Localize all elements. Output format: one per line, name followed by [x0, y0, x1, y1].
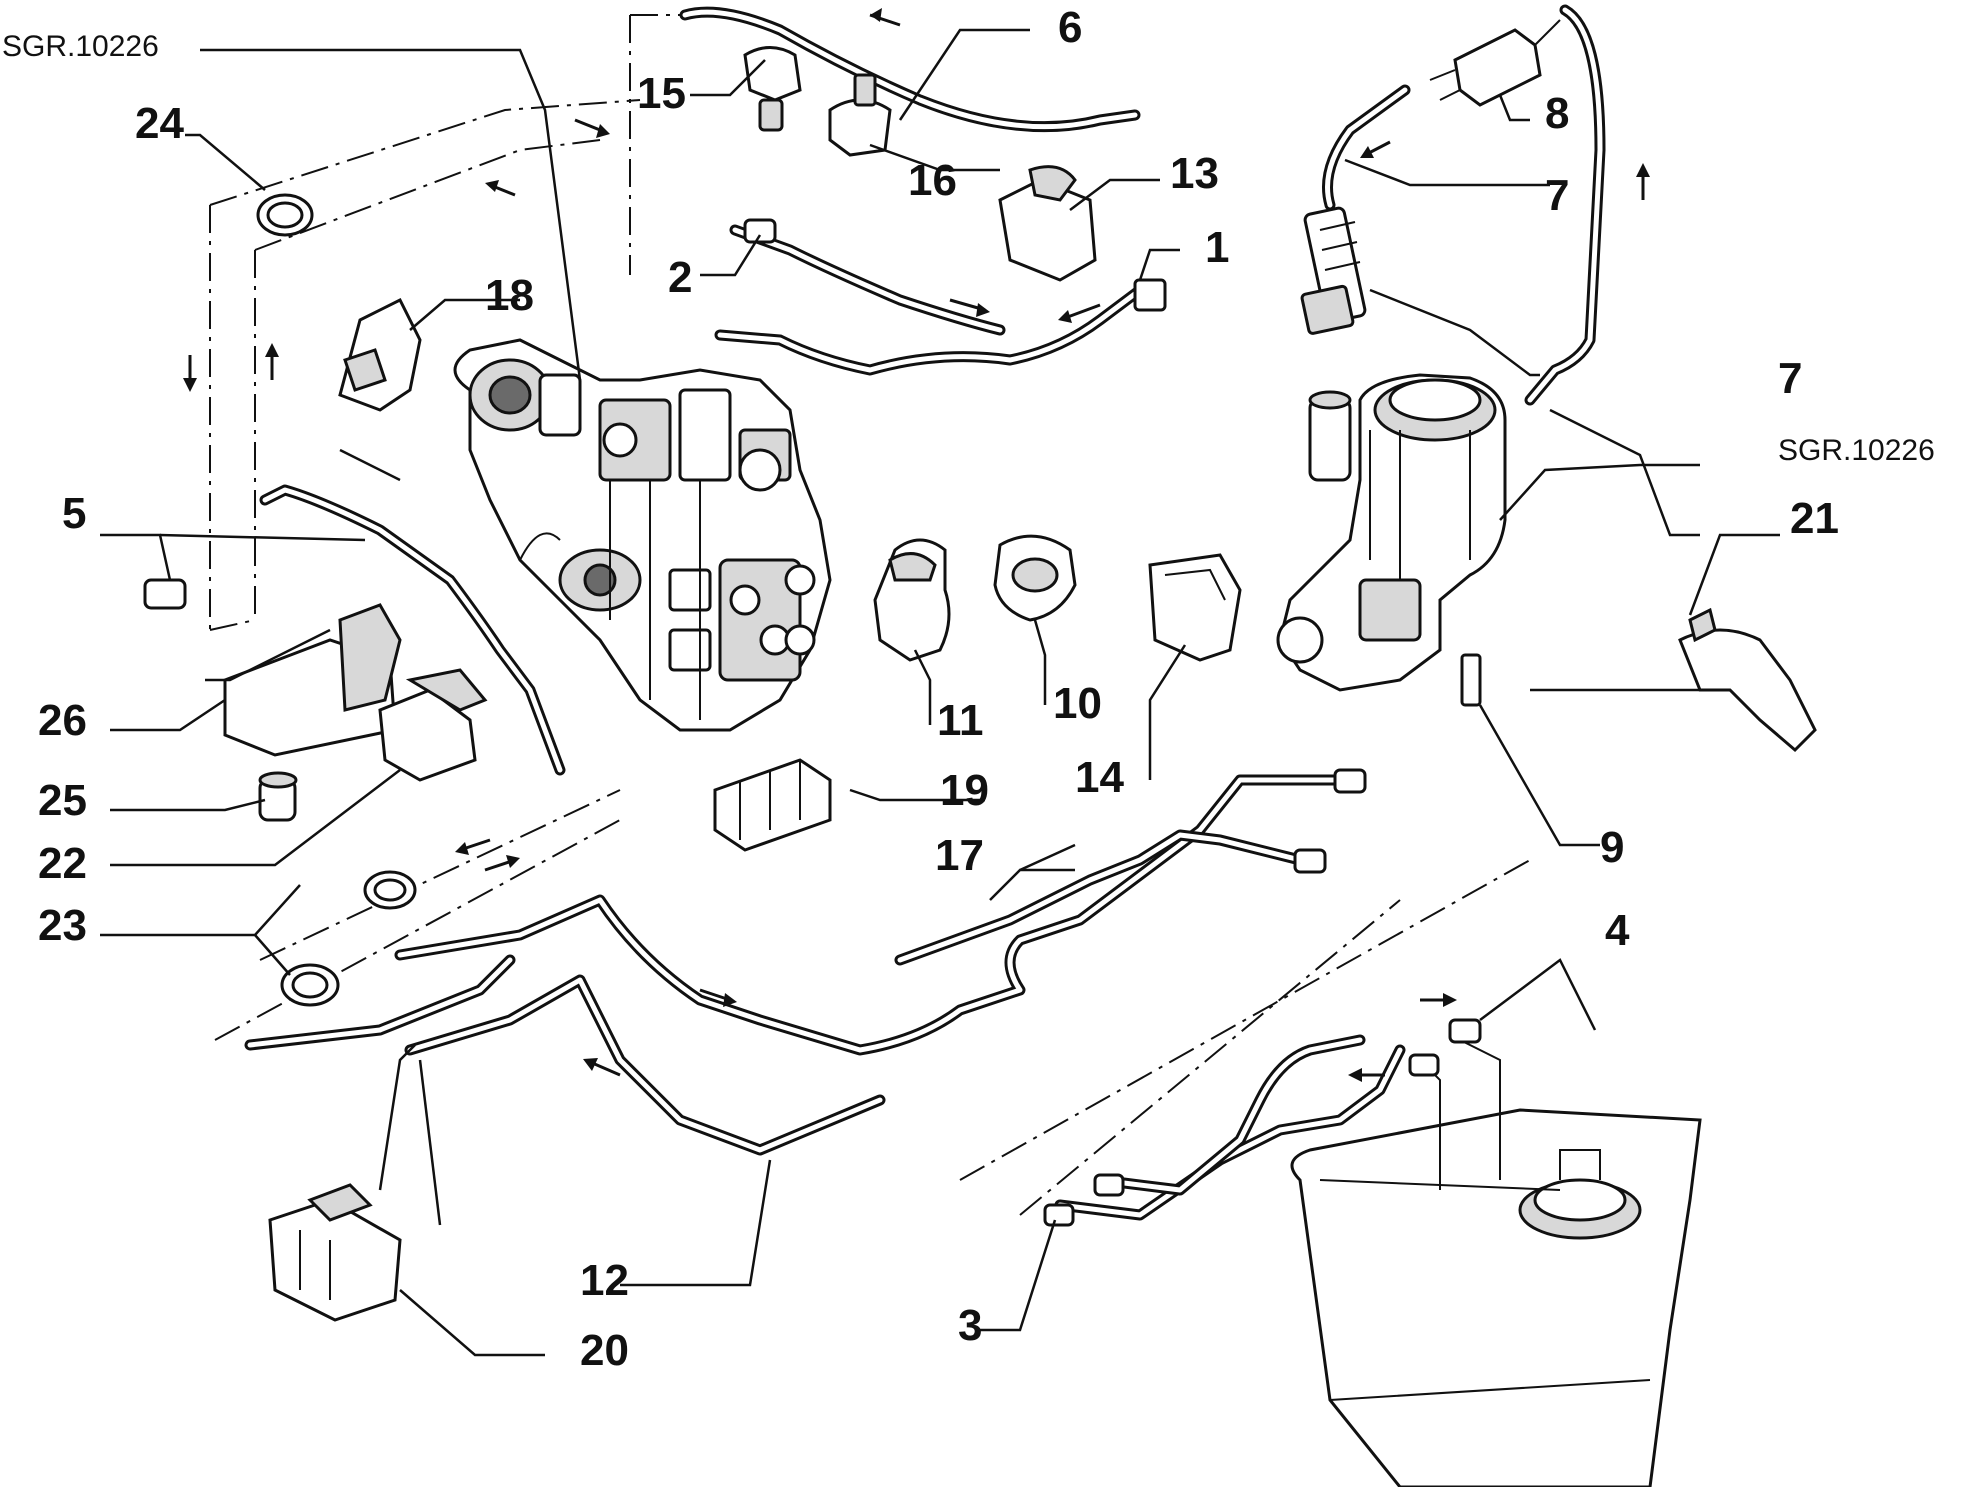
fuel-tank [1290, 1108, 1702, 1487]
callout-16: 16 [908, 156, 957, 205]
reference-code-right: SGR.10226 [1778, 434, 1935, 467]
callout-19: 19 [940, 766, 989, 815]
callout-26: 26 [38, 696, 87, 745]
callout-5: 5 [62, 489, 86, 538]
callout-15: 15 [637, 69, 686, 118]
callout-1: 1 [1205, 223, 1229, 272]
callout-7-top: 7 [1545, 171, 1569, 220]
reference-labels: SGR.10226 SGR.10226 [2, 30, 1935, 467]
flow-arrows [183, 8, 1650, 1082]
callout-11: 11 [937, 696, 984, 745]
assembly-guide-lines [209, 14, 1531, 1216]
fuel-pipes [244, 4, 1606, 1221]
callout-7-right: 7 [1778, 354, 1802, 403]
callout-9: 9 [1600, 823, 1624, 872]
callout-4: 4 [1605, 906, 1630, 955]
callout-22: 22 [38, 839, 87, 888]
callout-21: 21 [1790, 494, 1839, 543]
heater-element [1300, 206, 1367, 335]
fuel-filter [1276, 373, 1507, 692]
reference-code-top: SGR.10226 [2, 30, 159, 63]
callout-20: 20 [580, 1326, 629, 1375]
callout-13: 13 [1170, 149, 1219, 198]
callout-24: 24 [135, 99, 184, 148]
callout-10: 10 [1053, 679, 1102, 728]
small-parts [143, 19, 1817, 1322]
callout-3: 3 [958, 1301, 982, 1350]
callout-12: 12 [580, 1256, 629, 1305]
callout-6: 6 [1058, 3, 1082, 52]
callout-2: 2 [668, 253, 692, 302]
callout-23: 23 [38, 901, 87, 950]
callout-18: 18 [485, 271, 534, 320]
callout-25: 25 [38, 776, 87, 825]
callout-14: 14 [1075, 753, 1124, 802]
leader-lines [100, 28, 1780, 1357]
callout-numbers: 1 2 3 4 5 6 7 7 8 9 10 11 12 13 14 15 16… [38, 3, 1839, 1375]
injection-pump [453, 338, 832, 732]
callout-8: 8 [1545, 89, 1569, 138]
callout-17: 17 [935, 831, 984, 880]
